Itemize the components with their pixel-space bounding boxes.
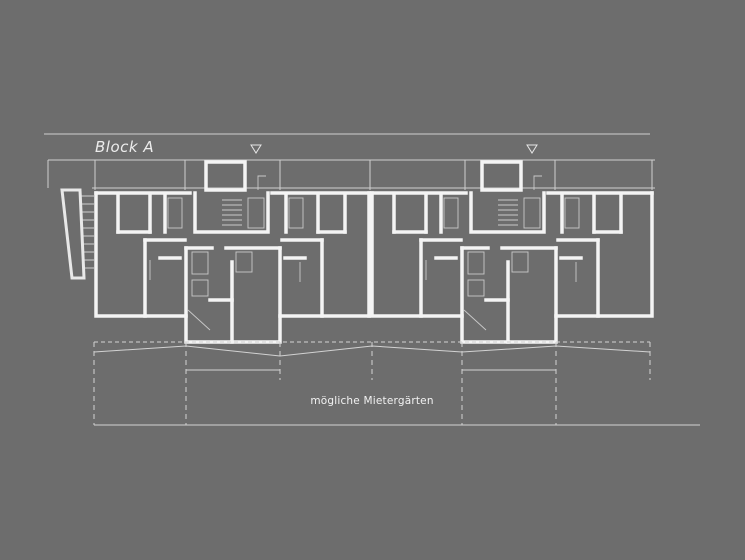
stair-core-top <box>204 160 247 192</box>
garden-area <box>93 341 700 426</box>
bathroom-fixture <box>167 197 183 229</box>
building-unit-left <box>94 160 371 344</box>
entrance-markers <box>250 144 538 154</box>
kitchen-unit <box>511 251 529 273</box>
door-swing <box>463 309 487 331</box>
fixtures <box>149 175 304 331</box>
stair-core <box>469 191 546 234</box>
kitchen-unit <box>235 251 253 273</box>
wc <box>467 279 485 297</box>
stair-core <box>193 191 270 234</box>
bathroom-fixture <box>564 197 580 229</box>
entrance-triangle-1 <box>250 144 262 154</box>
kitchen-unit <box>191 251 209 275</box>
shaft <box>247 197 265 229</box>
title-block: Block A <box>44 133 650 156</box>
bathroom-fixture <box>443 197 459 229</box>
door-swing <box>187 309 211 331</box>
bathroom-fixture <box>288 197 304 229</box>
entrance-stair <box>257 175 266 190</box>
fixtures <box>425 175 580 331</box>
building-unit-right <box>370 160 654 344</box>
entrance-triangle-2 <box>526 144 538 154</box>
wc <box>191 279 209 297</box>
exterior-wall <box>554 191 654 318</box>
exterior-wall <box>370 191 464 318</box>
balcony-hatch <box>80 195 94 269</box>
kitchen-unit <box>467 251 485 275</box>
exterior-wall <box>94 191 188 318</box>
block-title: Block A <box>95 138 154 156</box>
facade-lines <box>47 159 655 190</box>
stair-core-top <box>480 160 523 192</box>
balcony-slab <box>60 188 86 280</box>
shaft <box>523 197 541 229</box>
garden-label: mögliche Mietergärten <box>310 395 433 407</box>
entrance-stair <box>533 175 542 190</box>
left-balcony <box>60 188 94 280</box>
